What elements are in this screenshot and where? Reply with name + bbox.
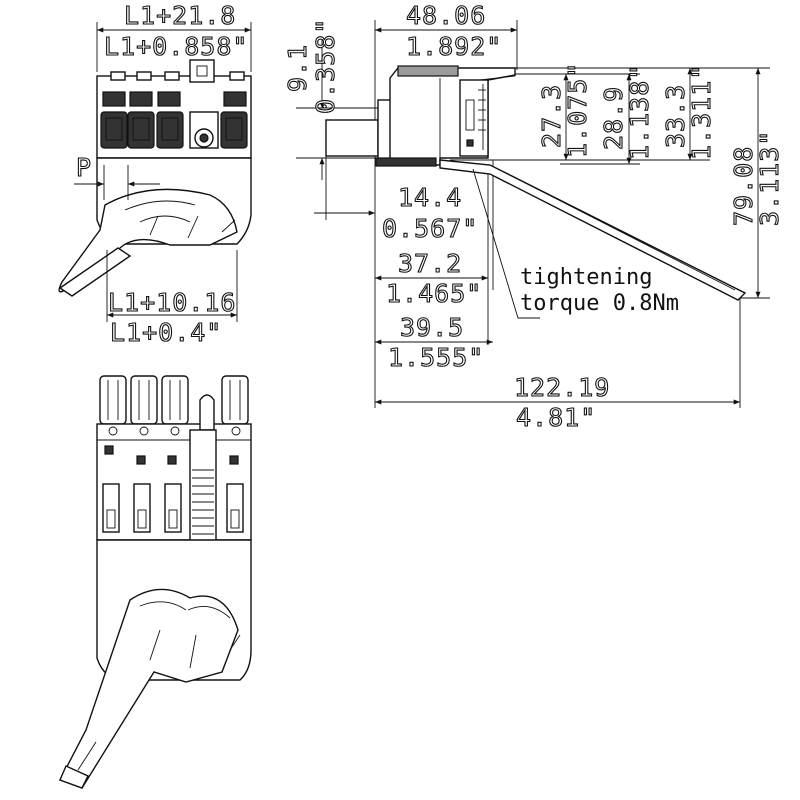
dim-122-19: 122.19: [514, 373, 610, 402]
dim-48-06: 48.06: [406, 1, 486, 30]
dim-l1-plus-0-4-in: L1+0.4": [110, 318, 222, 347]
torque-note-line-2: torque 0.8Nm: [520, 291, 679, 316]
dim-l1-plus-10-16: L1+10.16: [108, 288, 236, 317]
dim-14-4: 14.4: [398, 183, 462, 212]
dim-27-3: 27.3: [537, 84, 566, 148]
dim-1-075-in: 1.075": [563, 62, 592, 158]
dim-0-567-in: 0.567": [382, 214, 478, 243]
perspective-view: [59, 375, 252, 789]
dim-28-9: 28.9: [599, 86, 628, 150]
dim-1-555-in: 1.555": [388, 343, 484, 372]
dim-33-3: 33.3: [661, 84, 690, 148]
dim-9-1: 9.1: [283, 44, 312, 92]
side-view: [296, 20, 770, 408]
dim-37-2: 37.2: [398, 249, 462, 278]
ruler-scale: [459, 79, 489, 157]
dim-1-138-in: 1.138": [625, 64, 654, 160]
dim-l1-plus-21-8: L1+21.8: [124, 1, 236, 30]
dim-0-358-in: 0.358": [311, 18, 340, 114]
dim-l1-plus-0-858-in: L1+0.858": [104, 32, 248, 61]
dim-79-08: 79.08: [729, 146, 758, 226]
dim-39-5: 39.5: [400, 313, 464, 342]
dim-1-311-in: 1.311": [687, 64, 716, 160]
dim-3-113-in: 3.113": [755, 130, 784, 226]
dim-1-892-in: 1.892": [406, 32, 502, 61]
dim-4-81-in: 4.81": [516, 403, 596, 432]
torque-note-line-1: tightening: [520, 265, 652, 290]
dim-1-465-in: 1.465": [386, 279, 482, 308]
dim-pitch-p: P: [76, 153, 91, 182]
front-view: [58, 22, 252, 322]
